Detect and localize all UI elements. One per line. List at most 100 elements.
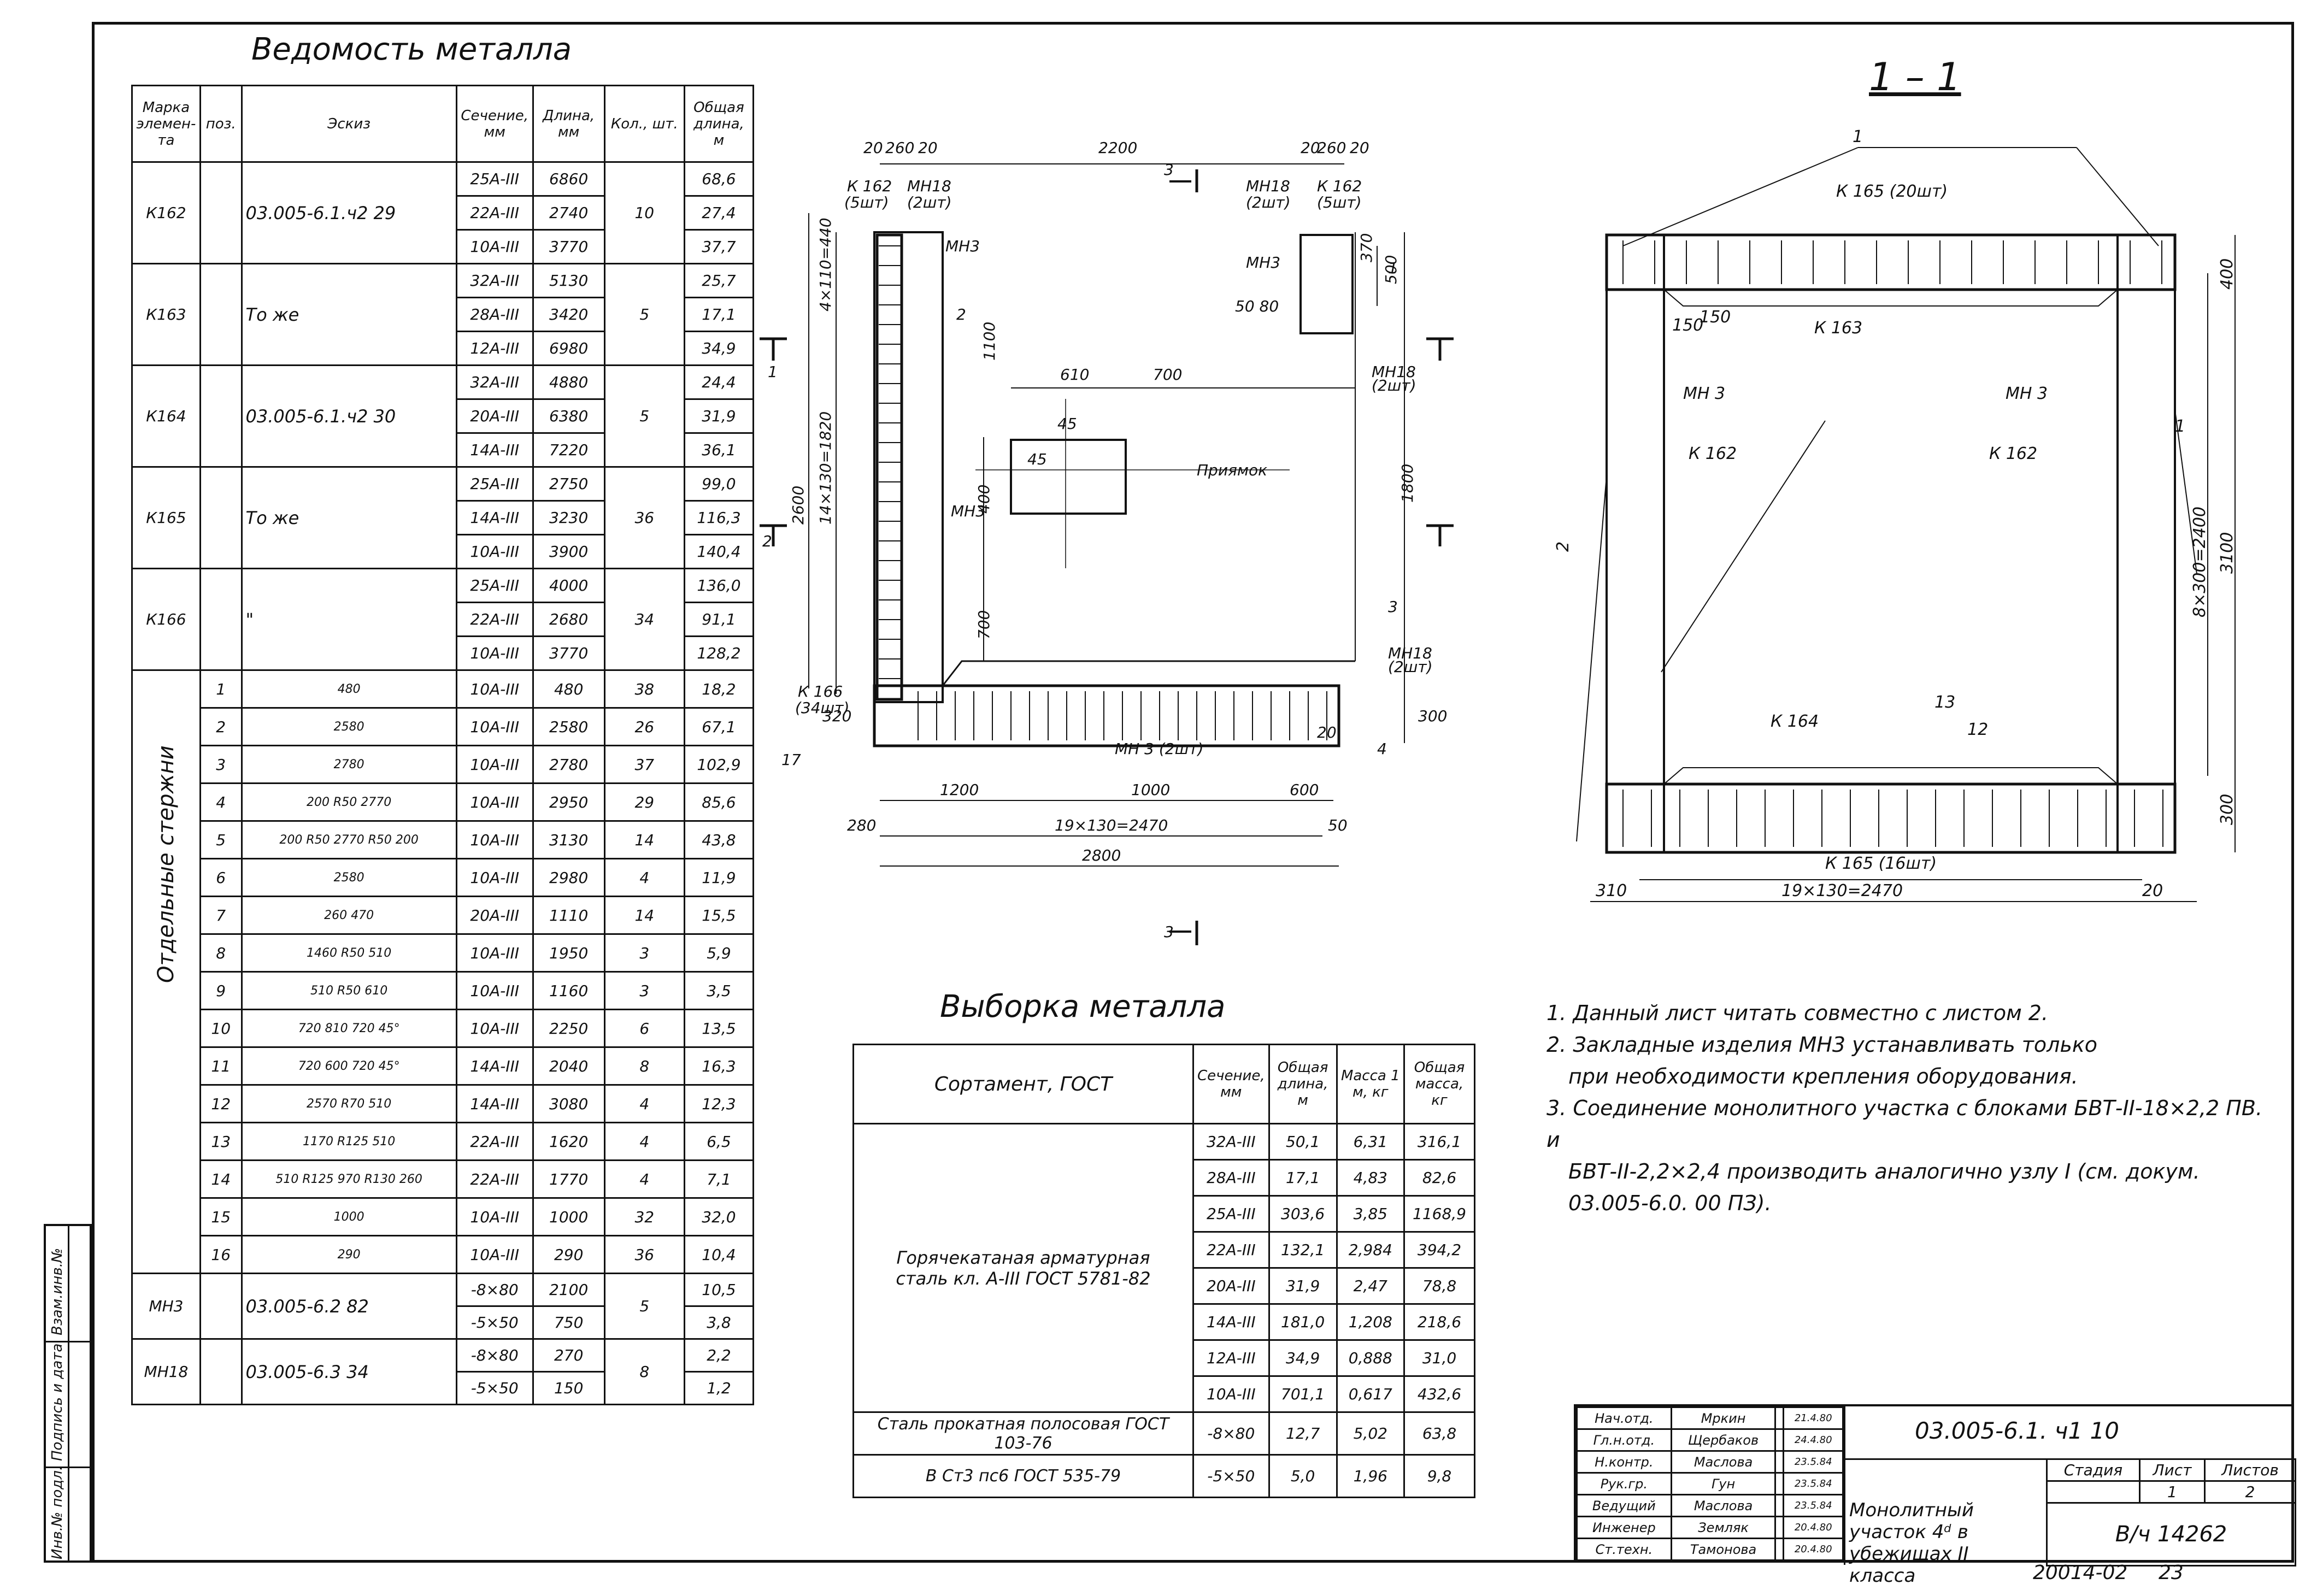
stamp-cell: 20.4.80 [1783, 1538, 1844, 1561]
stamp-cell [1774, 1472, 1785, 1495]
length-cell: 2740 [532, 195, 605, 231]
count-cell: 34 [603, 568, 685, 671]
section-label-d3100: 3100 [2218, 532, 2237, 574]
element-sketch: 03.005-6.1.ч2 30 [240, 364, 457, 468]
vyborka-header-0: Сортамент, ГОСТ [852, 1044, 1194, 1124]
plan-label-k166_n: (34шт) [795, 699, 849, 717]
bar-section: 10А-III [455, 707, 534, 746]
bar-section: 10А-III [455, 971, 534, 1010]
bar-total: 18,2 [683, 669, 755, 709]
bar-sketch: 200 R50 2770 R50 200 [240, 820, 457, 859]
plan-label-d50: 50 [1328, 816, 1348, 834]
section-cell: 28А-III [455, 297, 534, 332]
length-cell: 3230 [532, 500, 605, 535]
plan-left-wall [873, 231, 944, 703]
plan-label-d20b: 20 [918, 139, 938, 157]
bar-length: 2580 [532, 707, 605, 746]
plan-label-mn3d: МН 3 (2шт) [1115, 740, 1203, 758]
bar-pos: 1 [199, 669, 243, 709]
bar-sketch: 1460 R50 510 [240, 933, 457, 973]
embedded-sketch: 03.005-6.3 34 [240, 1338, 457, 1405]
bar-sketch: 290 [240, 1235, 457, 1274]
section-label-d310: 310 [1596, 881, 1627, 900]
plan-label-k162b_n: (5шт) [1317, 193, 1362, 211]
bar-pos: 14 [199, 1159, 243, 1199]
bar-length: 1770 [532, 1159, 605, 1199]
element-mark: К166 [131, 568, 201, 671]
plan-label-d610: 610 [1060, 366, 1089, 384]
embedded-mark: МН3 [131, 1273, 201, 1340]
bar-section: 10А-III [455, 782, 534, 822]
count-cell: 5 [603, 364, 685, 468]
bar-total: 12,3 [683, 1084, 755, 1123]
bar-total: 3,5 [683, 971, 755, 1010]
bar-total: 5,9 [683, 933, 755, 973]
bar-count: 38 [603, 669, 685, 709]
vedomost-header-1: поз. [199, 85, 243, 163]
plan-label-d4x110: 4×110=440 [816, 217, 834, 311]
bar-section: 10А-III [455, 820, 534, 859]
bar-total: 7,1 [683, 1159, 755, 1199]
total-cell: 116,3 [683, 500, 755, 535]
bar-count: 3 [603, 971, 685, 1010]
bar-total: 11,9 [683, 858, 755, 897]
plan-label-p1: 1 [1388, 259, 1398, 277]
plan-label-d14x130: 14×130=1820 [816, 411, 834, 525]
stamp-cell [1774, 1406, 1785, 1430]
vedomost-header-3: Сечение, мм [455, 85, 534, 163]
plan-label-d1000: 1000 [1131, 781, 1170, 799]
section-right-wall [2116, 234, 2176, 853]
length-cell: 4880 [532, 364, 605, 400]
sheet-num: 1 [2138, 1480, 2206, 1504]
note-1: 1. Данный лист читать совместно с листом… [1546, 1001, 2049, 1025]
stamp-cell: 23.5.84 [1783, 1450, 1844, 1474]
length-cell: 2680 [532, 602, 605, 637]
bar-pos: 8 [199, 933, 243, 973]
plan-label-k166: К 166 [798, 682, 843, 700]
stamp-cell [1774, 1516, 1785, 1539]
stamp-title: Монолитный участок 4ᵈ в убежищах II клас… [1849, 1499, 1974, 1587]
vyborka-row: Сталь прокатная полосовая ГОСТ 103-76-8×… [852, 1411, 1476, 1456]
total-cell: 68,6 [683, 161, 755, 197]
section-cell: 25А-III [455, 466, 534, 502]
bar-section: 10А-III [455, 669, 534, 709]
section-label-d150a: 150 [1672, 316, 1703, 335]
bar-length: 480 [532, 669, 605, 709]
bar-sketch: 510 R50 610 [240, 971, 457, 1010]
bar-section: 10А-III [455, 1197, 534, 1236]
bar-count: 4 [603, 1084, 685, 1123]
bar-section: 10А-III [455, 1235, 534, 1274]
section-cell: 32А-III [455, 364, 534, 400]
vyborka-group2: В Ст3 пс6 ГОСТ 535-79 [852, 1454, 1194, 1498]
bar-length: 1110 [532, 896, 605, 935]
total-cell: 140,4 [683, 534, 755, 569]
plan-label-mn18c: МН18 [1372, 363, 1416, 381]
stamp-cell [1774, 1450, 1785, 1474]
bar-sketch: 510 R125 970 R130 260 [240, 1159, 457, 1199]
plan-label-mn18b_n: (2шт) [1246, 193, 1291, 211]
bar-pos: 13 [199, 1122, 243, 1161]
bar-section: 10А-III [455, 1009, 534, 1048]
plan-label-d20a: 20 [863, 139, 883, 157]
element-mark: К164 [131, 364, 201, 468]
section-title: 1 – 1 [1869, 55, 1961, 99]
bar-count: 14 [603, 896, 685, 935]
note-3b: БВТ-II-2,2×2,4 производить аналогично уз… [1568, 1159, 2200, 1183]
